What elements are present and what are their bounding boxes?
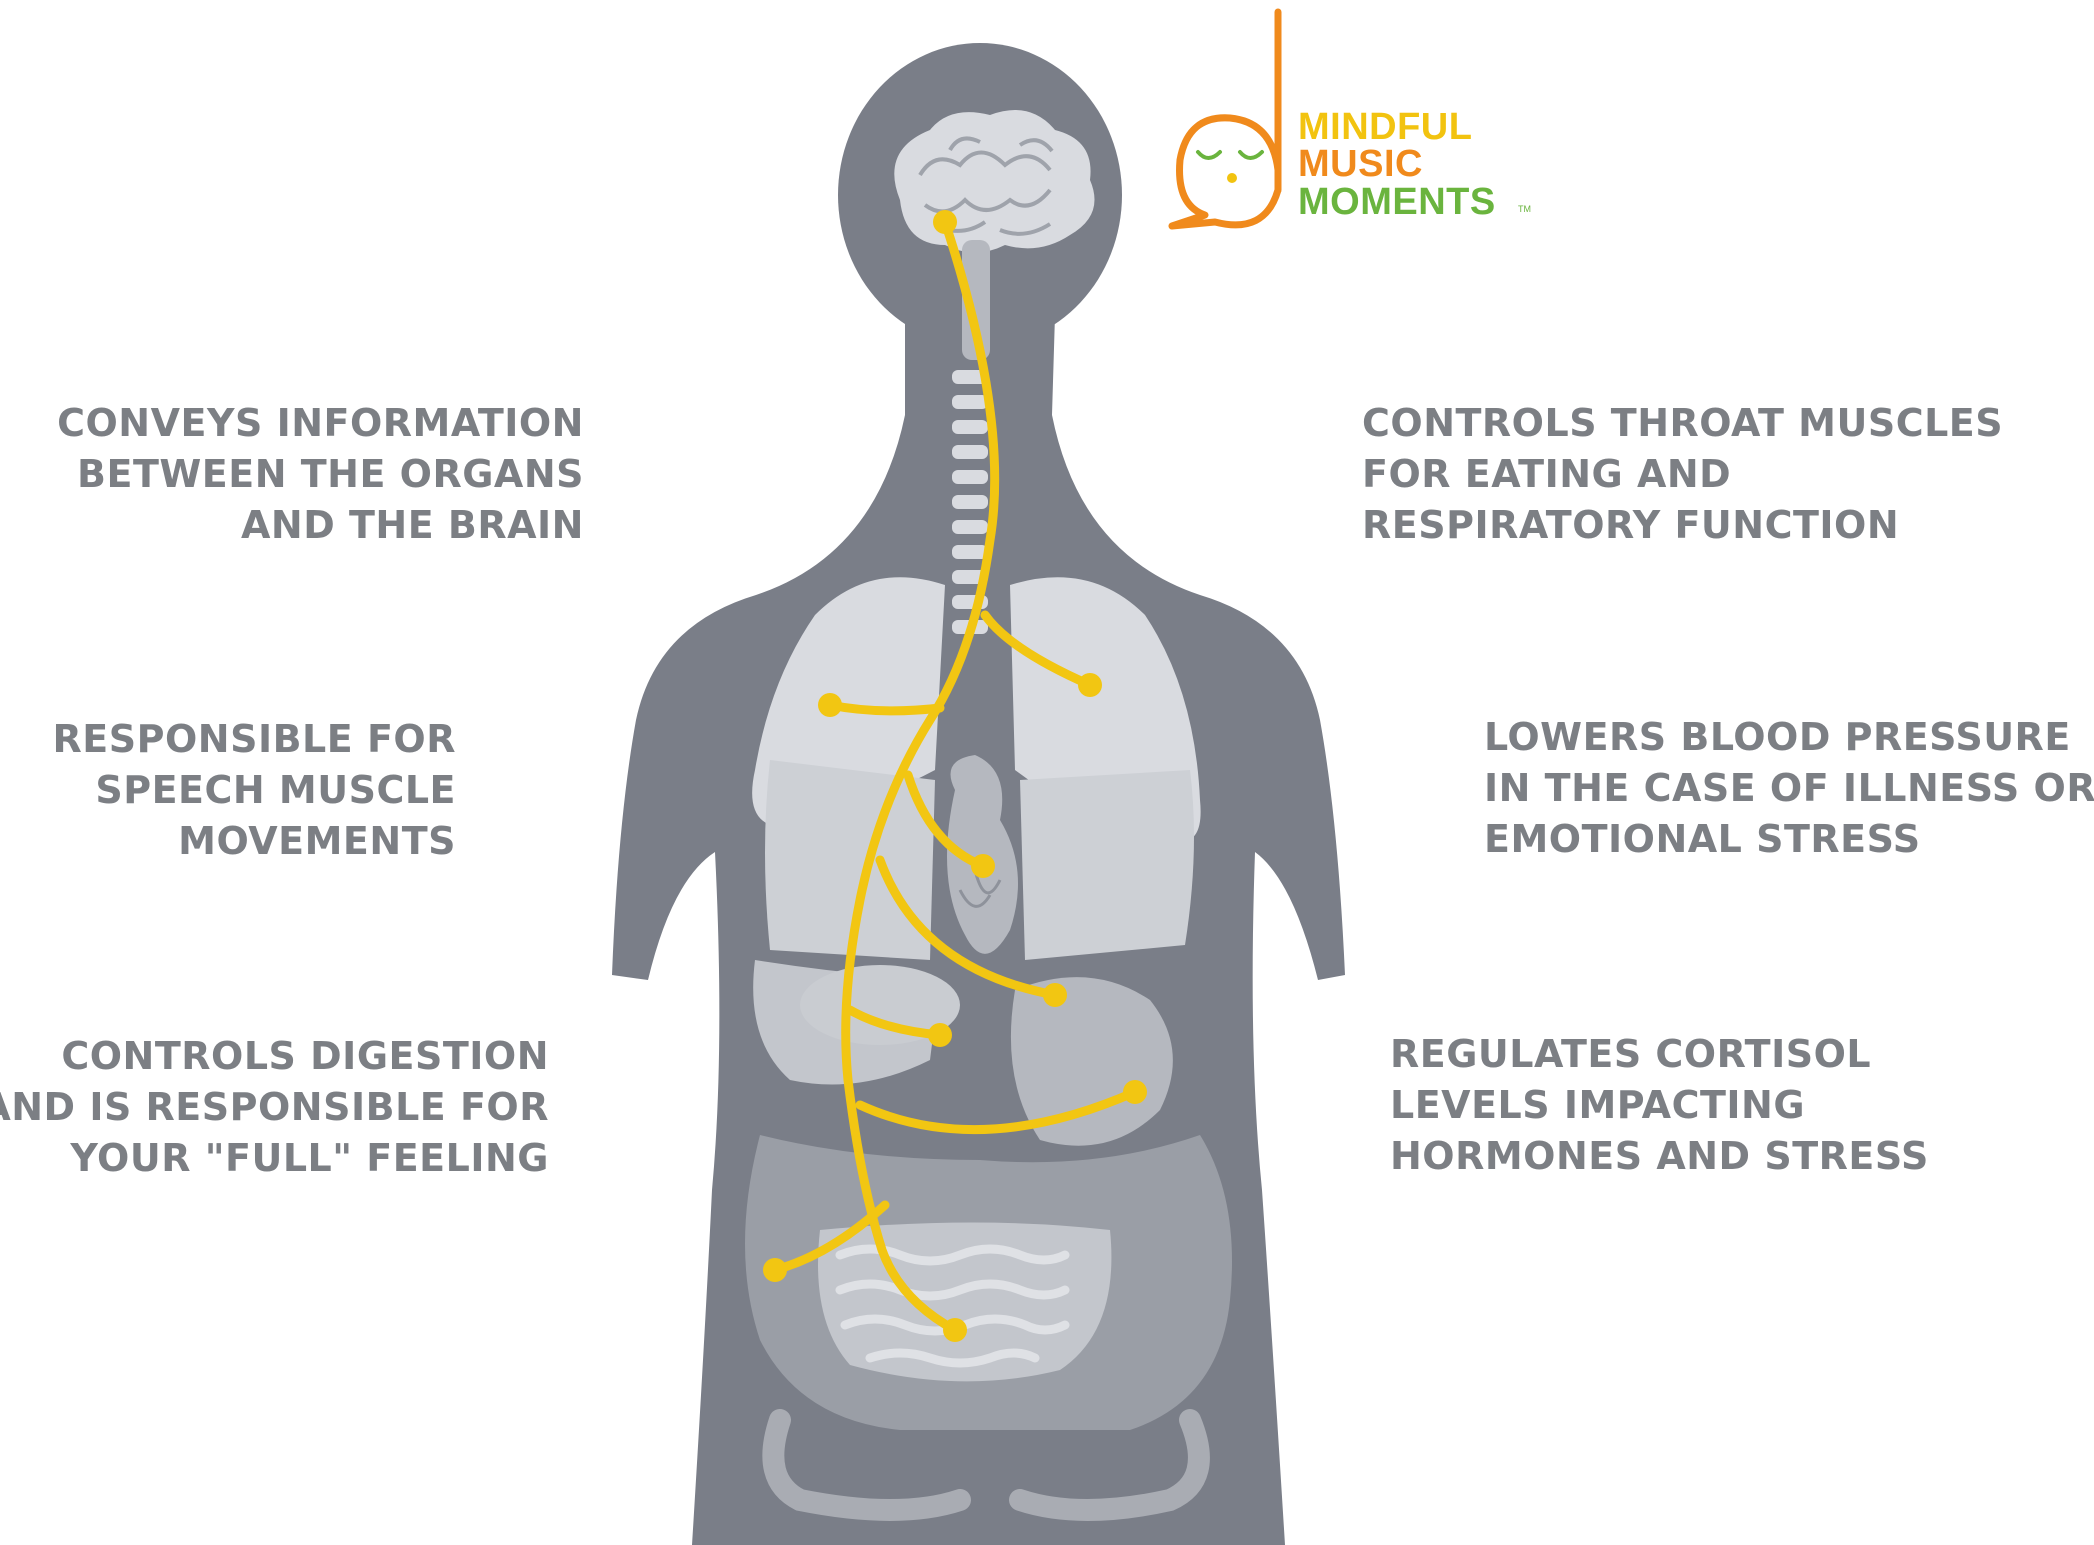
label-cortisol-levels: REGULATES CORTISOL LEVELS IMPACTING HORM… — [1390, 1029, 1929, 1182]
label-line: SPEECH MUSCLE — [53, 765, 456, 816]
label-line: EMOTIONAL STRESS — [1484, 814, 2094, 865]
label-throat-muscles: CONTROLS THROAT MUSCLES FOR EATING AND R… — [1362, 398, 2003, 551]
label-line: LEVELS IMPACTING — [1390, 1080, 1929, 1131]
nerve-endpoint — [818, 693, 842, 717]
logo-word-music: MUSIC — [1298, 145, 1423, 183]
nerve-endpoint — [1123, 1080, 1147, 1104]
nerve-endpoint — [971, 854, 995, 878]
label-line: BETWEEN THE ORGANS — [57, 449, 584, 500]
nerve-endpoint — [1043, 983, 1067, 1007]
label-line: HORMONES AND STRESS — [1390, 1131, 1929, 1182]
logo-word-mindful: MINDFUL — [1298, 108, 1472, 146]
nerve-endpoint — [928, 1023, 952, 1047]
label-line: MOVEMENTS — [53, 816, 456, 867]
label-line: RESPIRATORY FUNCTION — [1362, 500, 2003, 551]
label-blood-pressure: LOWERS BLOOD PRESSURE IN THE CASE OF ILL… — [1484, 712, 2094, 865]
label-line: CONTROLS THROAT MUSCLES — [1362, 398, 2003, 449]
label-conveys-information: CONVEYS INFORMATION BETWEEN THE ORGANS A… — [57, 398, 584, 551]
nerve-endpoint — [943, 1318, 967, 1342]
nerve-endpoint — [1078, 673, 1102, 697]
label-line: FOR EATING AND — [1362, 449, 2003, 500]
label-line: CONVEYS INFORMATION — [57, 398, 584, 449]
label-line: AND IS RESPONSIBLE FOR — [0, 1082, 549, 1133]
label-line: REGULATES CORTISOL — [1390, 1029, 1929, 1080]
label-line: CONTROLS DIGESTION — [0, 1031, 549, 1082]
label-speech-muscle: RESPONSIBLE FOR SPEECH MUSCLE MOVEMENTS — [53, 714, 456, 867]
label-line: AND THE BRAIN — [57, 500, 584, 551]
nerve-endpoint — [763, 1258, 787, 1282]
label-controls-digestion: CONTROLS DIGESTION AND IS RESPONSIBLE FO… — [0, 1031, 549, 1184]
nerve-endpoint — [933, 210, 957, 234]
label-line: YOUR "FULL" FEELING — [0, 1133, 549, 1184]
logo-trademark: TM — [1518, 205, 1531, 214]
logo-word-moments: MOMENTS — [1298, 183, 1496, 221]
label-line: RESPONSIBLE FOR — [53, 714, 456, 765]
label-line: LOWERS BLOOD PRESSURE — [1484, 712, 2094, 763]
label-line: IN THE CASE OF ILLNESS OR — [1484, 763, 2094, 814]
sleeping-face-music-note-speech-bubble-icon — [1172, 12, 1278, 226]
